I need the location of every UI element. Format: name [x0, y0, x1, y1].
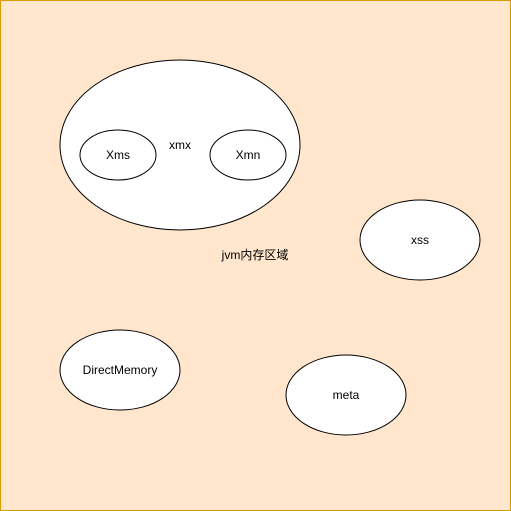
xmx-node[interactable] [59, 59, 301, 231]
xmx-label: xmx [169, 138, 191, 152]
region-label: jvm内存区域 [221, 248, 289, 262]
meta-label: meta [333, 388, 360, 402]
xms-node[interactable] [79, 129, 157, 181]
meta-node[interactable] [285, 354, 407, 436]
direct-memory-node[interactable] [59, 329, 181, 411]
xms-label: Xms [106, 148, 130, 162]
xss-label: xss [411, 233, 429, 247]
xmn-label: Xmn [236, 148, 261, 162]
xmn-node[interactable] [209, 129, 287, 181]
direct-memory-label: DirectMemory [83, 363, 158, 377]
xss-node[interactable] [359, 199, 481, 281]
